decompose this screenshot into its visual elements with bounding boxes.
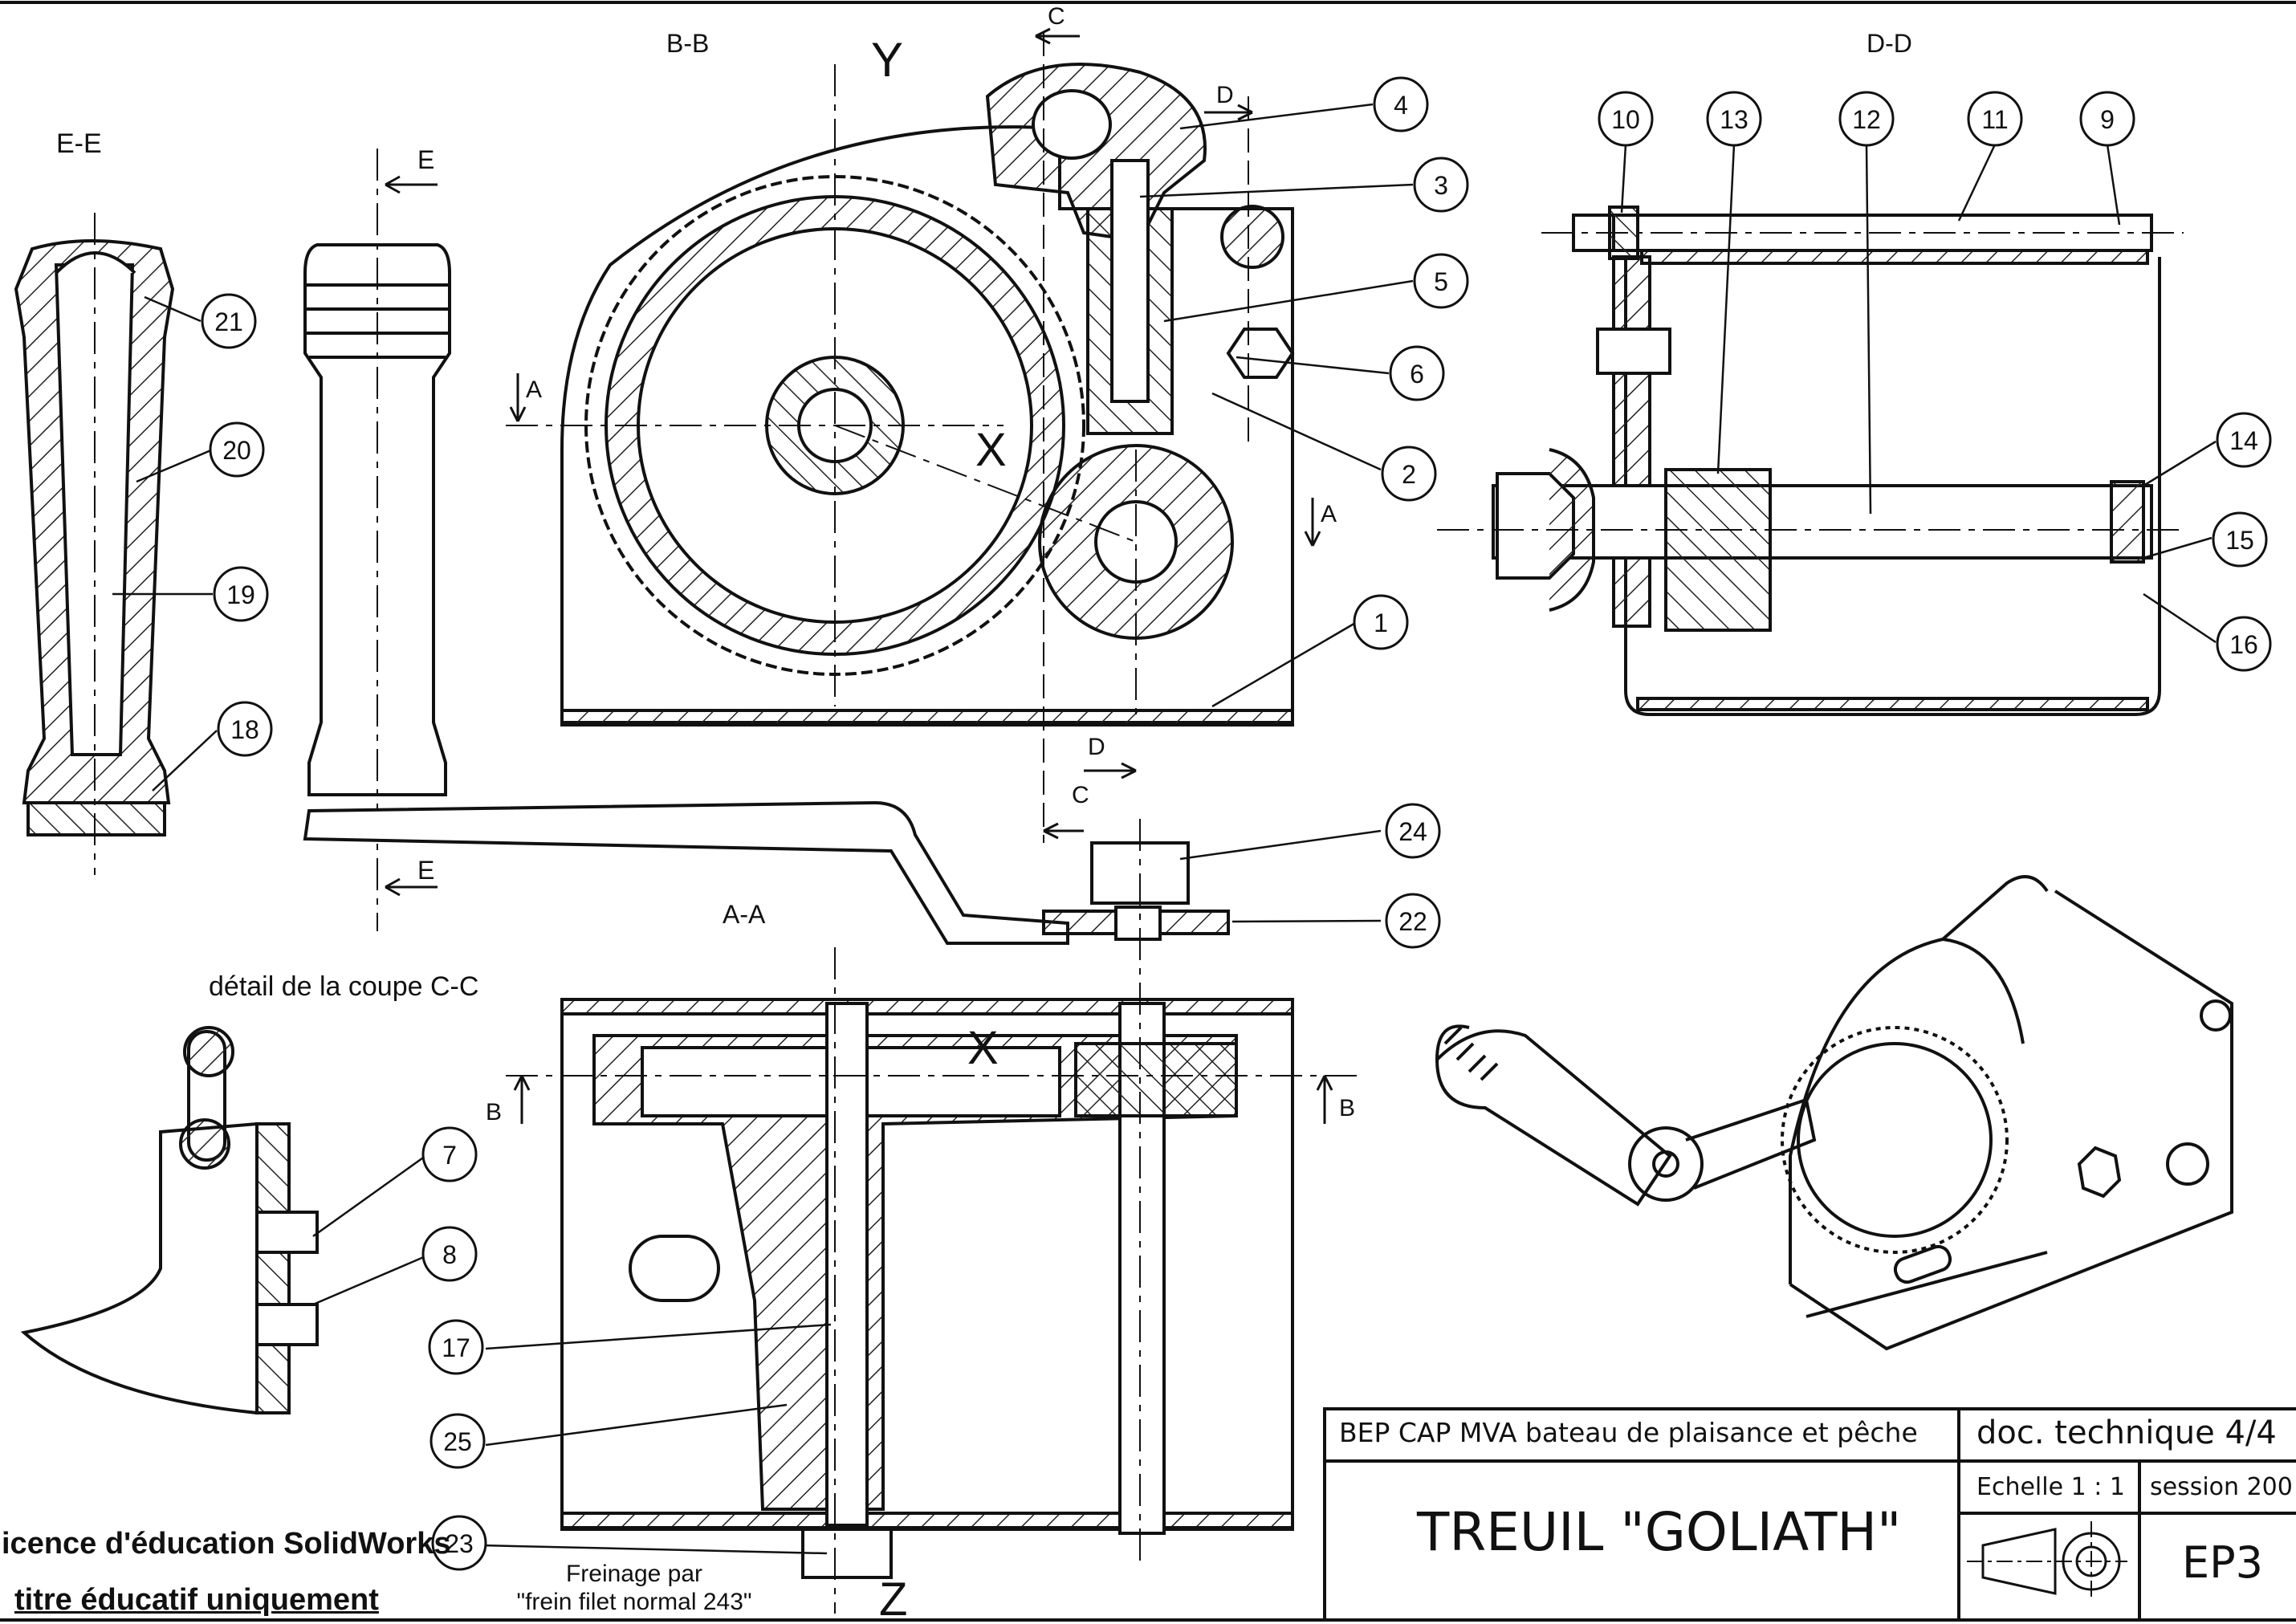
section-label-b-left: B	[486, 1099, 502, 1125]
balloon-3: 3	[1413, 157, 1469, 213]
session-label: session 200	[2150, 1473, 2293, 1501]
balloon-22: 22	[1385, 893, 1441, 949]
svg-text:5: 5	[1434, 267, 1448, 296]
svg-text:13: 13	[1720, 105, 1748, 134]
svg-text:9: 9	[2100, 105, 2115, 134]
section-label-c-top: C	[1048, 3, 1065, 30]
balloon-17: 17	[428, 1319, 484, 1375]
section-label-a-left: A	[526, 376, 542, 403]
balloon-21: 21	[201, 293, 257, 349]
balloon-16: 16	[2216, 616, 2272, 672]
svg-text:15: 15	[2225, 526, 2254, 555]
balloon-2: 2	[1381, 446, 1437, 502]
axis-x-bottom-label: X	[967, 1022, 999, 1074]
balloon-8: 8	[421, 1226, 478, 1282]
axis-y-label: Y	[871, 33, 903, 87]
balloon-20: 20	[209, 421, 265, 478]
svg-text:4: 4	[1394, 91, 1408, 120]
svg-text:2: 2	[1402, 460, 1416, 489]
view-bb-gear-train	[506, 32, 1295, 843]
view-aa-title: A-A	[723, 900, 766, 929]
note-line-1: Freinage par	[566, 1561, 702, 1587]
svg-text:14: 14	[2229, 426, 2258, 455]
svg-text:8: 8	[442, 1240, 457, 1269]
view-bb-title: B-B	[666, 29, 709, 58]
doc-label: doc. technique 4/4	[1976, 1414, 2277, 1451]
view-aa-section	[506, 819, 1365, 1614]
svg-text:11: 11	[1981, 105, 2008, 134]
svg-text:10: 10	[1611, 105, 1640, 134]
section-marks-bb	[509, 27, 1321, 840]
view-cc-detail-title: détail de la coupe C-C	[209, 971, 478, 1002]
isometric-winch-view	[1435, 875, 2233, 1351]
section-label-d-top: D	[1216, 82, 1234, 108]
balloon-18: 18	[217, 701, 273, 757]
section-marks-b	[513, 1075, 1333, 1124]
projection-symbol-icon	[1967, 1521, 2127, 1602]
section-label-a-right: A	[1321, 501, 1337, 527]
section-label-e-bottom: E	[417, 856, 434, 885]
svg-text:18: 18	[230, 715, 259, 744]
balloon-10: 10	[1598, 91, 1654, 147]
section-label-d-bottom: D	[1088, 734, 1105, 760]
svg-text:1: 1	[1374, 608, 1388, 637]
svg-text:17: 17	[442, 1333, 470, 1362]
course-title: BEP CAP MVA bateau de plaisance et pêche	[1339, 1417, 1918, 1448]
axis-x-top-label: X	[975, 424, 1007, 476]
leader-lines	[112, 103, 2217, 1555]
section-mark-e	[385, 175, 438, 897]
view-cc-detail	[20, 1026, 319, 1415]
balloon-24: 24	[1385, 803, 1441, 859]
handle-exterior-view	[303, 149, 1069, 945]
license-line-1: icence d'éducation SolidWorks	[2, 1527, 451, 1561]
svg-text:20: 20	[222, 436, 251, 465]
svg-text:19: 19	[226, 580, 255, 609]
balloon-6: 6	[1389, 345, 1445, 401]
svg-text:21: 21	[214, 307, 243, 336]
balloon-13: 13	[1706, 91, 1762, 147]
balloon-15: 15	[2212, 511, 2268, 568]
balloon-1: 1	[1353, 594, 1409, 650]
svg-text:16: 16	[2229, 630, 2258, 659]
balloon-11: 11	[1967, 91, 2023, 147]
svg-text:23: 23	[445, 1529, 474, 1558]
svg-text:22: 22	[1398, 907, 1427, 936]
view-ee-handle-section	[14, 213, 175, 875]
section-label-e-top: E	[417, 145, 434, 174]
section-label-b-right: B	[1339, 1095, 1355, 1121]
balloon-23: 23	[431, 1515, 487, 1571]
view-dd-drum-section	[1437, 206, 2184, 716]
drawing-title: TREUIL "GOLIATH"	[1417, 1501, 1902, 1563]
balloon-5: 5	[1413, 253, 1469, 309]
balloon-12: 12	[1838, 91, 1895, 147]
note-line-2: "frein filet normal 243"	[516, 1589, 751, 1615]
svg-text:6: 6	[1410, 360, 1424, 389]
exam-code: EP3	[2182, 1537, 2264, 1588]
scale-label: Echelle 1 : 1	[1976, 1473, 2125, 1501]
view-ee-title: E-E	[56, 128, 102, 159]
balloon-4: 4	[1373, 76, 1429, 132]
title-block-frame	[1323, 1407, 2296, 1622]
axis-z-label: Z	[879, 1573, 907, 1624]
svg-text:24: 24	[1398, 817, 1427, 846]
section-label-c-bottom: C	[1072, 782, 1089, 808]
svg-text:25: 25	[443, 1427, 472, 1456]
balloon-9: 9	[2079, 91, 2135, 147]
balloon-14: 14	[2216, 412, 2272, 468]
svg-text:3: 3	[1434, 171, 1448, 200]
view-dd-title: D-D	[1867, 29, 1912, 58]
license-line-2: titre éducatif uniquement	[14, 1583, 379, 1617]
balloon-19: 19	[213, 566, 269, 622]
balloon-25: 25	[429, 1413, 486, 1469]
svg-text:12: 12	[1852, 105, 1881, 134]
svg-text:7: 7	[442, 1141, 457, 1170]
balloon-markers: 4 3 5 6 2 1 21 20 19 18 10 13 12 11 9 14…	[201, 76, 2272, 1571]
balloon-7: 7	[421, 1126, 478, 1182]
